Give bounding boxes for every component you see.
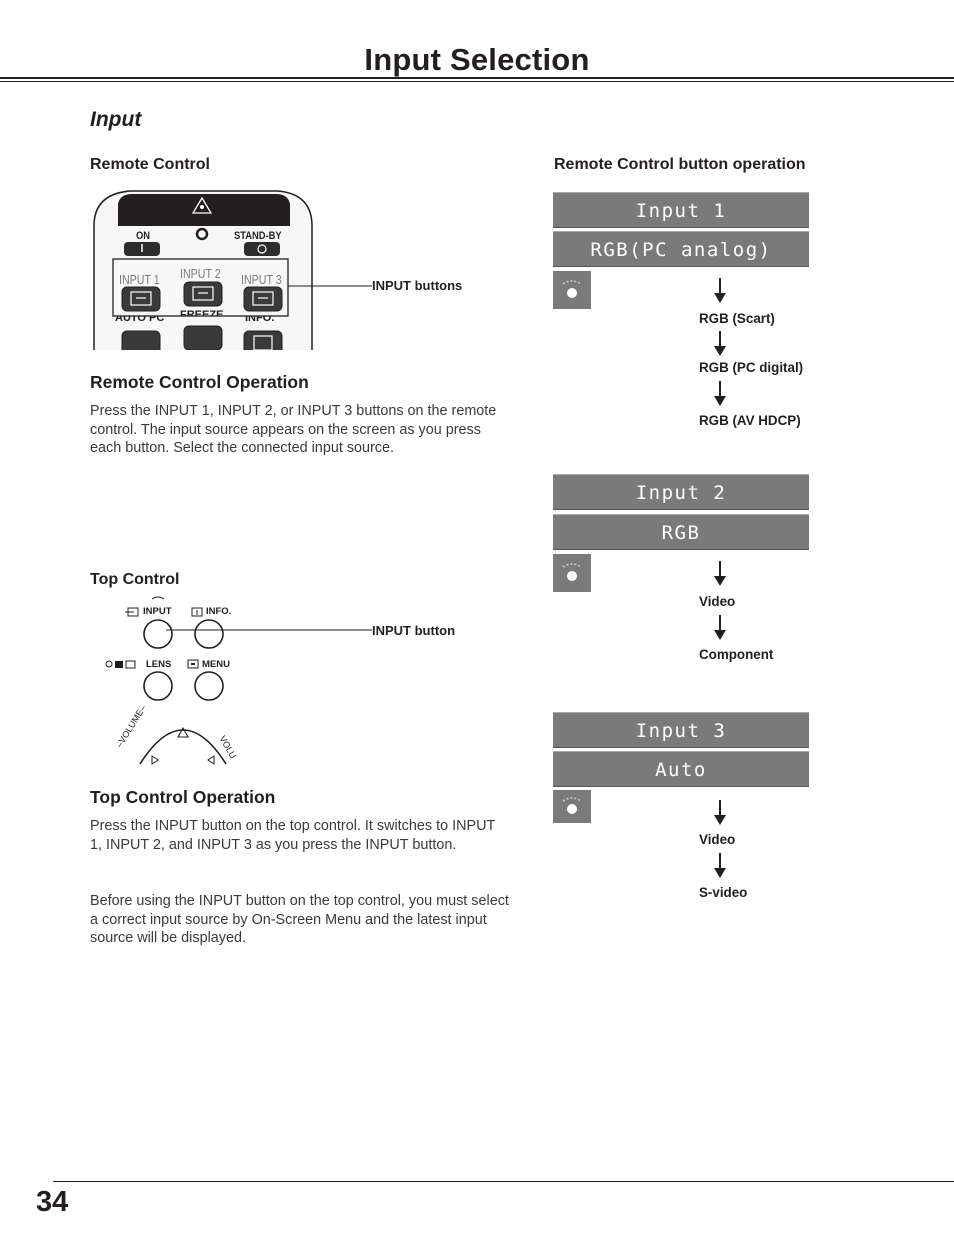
option-text: Component [699, 647, 774, 662]
option-text: Video [699, 832, 736, 847]
option-text: RGB (AV HDCP) [699, 413, 801, 428]
input-buttons-callout: INPUT buttons [372, 278, 463, 293]
option-text: RGB (Scart) [699, 311, 775, 326]
arrow-down-icon [714, 561, 726, 586]
remote-input2-label: INPUT 2 [180, 266, 221, 281]
remote-autopc-label: AUTO PC [115, 316, 165, 324]
button-operation-heading: Remote Control button operation [554, 156, 806, 173]
osd-lamp-icon [553, 554, 591, 592]
arrow-down-icon [714, 381, 726, 406]
arrow-down-icon [714, 331, 726, 356]
footer-rule [53, 1181, 954, 1182]
page-number: 34 [36, 1186, 69, 1218]
top-input-label: INPUT [143, 606, 172, 617]
osd-source-2-bar: RGB [553, 514, 809, 550]
top-control-illustration: INPUT INFO. LENS MENU –VOLUME– VOLU [100, 596, 380, 766]
arrow-down-icon [714, 278, 726, 303]
remote-freeze-label: FREEZE [180, 309, 224, 316]
osd-lamp-icon [553, 271, 591, 309]
option-text: Video [699, 594, 736, 609]
page-title: Input Selection [364, 42, 590, 77]
option-text: RGB (PC digital) [699, 360, 804, 375]
remote-input3-label: INPUT 3 [241, 272, 282, 287]
remote-operation-heading: Remote Control Operation [90, 372, 309, 392]
title-rule [0, 77, 954, 79]
top-menu-label: MENU [202, 659, 230, 670]
remote-input1-label: INPUT 1 [119, 272, 160, 287]
option-text: S-video [699, 885, 748, 900]
remote-on-label: ON [136, 230, 151, 242]
osd-input-1-bar: Input 1 [553, 192, 809, 228]
top-control-heading: Top Control [90, 571, 180, 588]
title-rule-thin [0, 81, 954, 82]
top-info-label: INFO. [206, 606, 232, 617]
remote-operation-text: Press the INPUT 1, INPUT 2, or INPUT 3 b… [90, 403, 497, 457]
osd-source-1-bar: RGB(PC analog) [553, 231, 809, 267]
remote-control-heading: Remote Control [90, 156, 210, 173]
input-button-callout: INPUT button [372, 623, 456, 638]
arrow-down-icon [714, 615, 726, 640]
osd-lamp-icon [553, 790, 591, 823]
remote-illustration: ON STAND-BY INPUT 1 INPUT 2 INPUT 3 FREE… [90, 186, 380, 350]
top-operation-heading: Top Control Operation [90, 787, 276, 807]
osd-input-2-bar: Input 2 [553, 474, 809, 510]
osd-source-3-bar: Auto [553, 751, 809, 787]
remote-info-label: INFO. [245, 316, 275, 324]
top-operation-text-2: Before using the INPUT button on the top… [90, 893, 509, 947]
arrow-down-icon [714, 853, 726, 878]
top-operation-text-1: Press the INPUT button on the top contro… [90, 818, 495, 853]
section-title: Input [90, 108, 142, 131]
top-lens-label: LENS [146, 659, 172, 670]
arrow-down-icon [714, 800, 726, 825]
osd-input-3-bar: Input 3 [553, 712, 809, 748]
remote-standby-label: STAND-BY [234, 230, 282, 242]
